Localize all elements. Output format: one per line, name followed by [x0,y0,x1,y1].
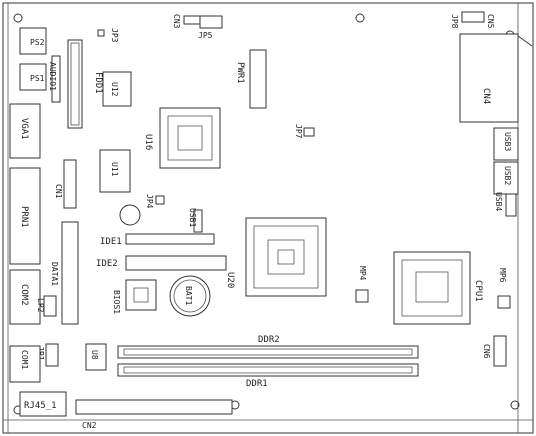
usb1-connector: USB1 [188,208,203,233]
label-cn2: CN2 [82,421,97,430]
label-jp4: JP4 [145,194,154,209]
jp5-jumper [199,15,223,29]
mount-hole-tl [13,13,23,23]
label-jp7: JP7 [294,124,303,139]
jp7-jumper: JP7 [294,124,315,139]
bios1-chip: BIOS1 [112,279,157,314]
usb3-connector: USB3 [493,127,519,161]
label-u20: U20 [225,272,235,288]
cn1-connector: CN1 [54,159,77,209]
label-vga1: VGA1 [19,118,29,140]
fdd1-connector: FDD1 [67,39,103,129]
label-u12: U12 [110,82,119,97]
label-com1: COM1 [20,350,29,369]
label-jp3: JP3 [110,28,119,43]
label-jp5: JP5 [198,31,213,40]
label-cn1: CN1 [54,184,63,199]
label-ide1: IDE1 [100,237,122,247]
bat1-battery: BAT1 [169,275,211,317]
label-cn3: CN3 [172,14,181,29]
label-ide2: IDE2 [96,259,118,269]
ddr2-slot: DDR2 [117,335,419,359]
u8-chip: U8 [85,343,107,371]
u20-chip: U20 [225,217,327,297]
cn5-connector [461,11,485,23]
label-usb2: USB2 [503,166,512,185]
jp3-jumper: JP3 [97,28,119,43]
audio1-header: AUDIO1 [48,55,61,103]
ps2-connector: PS2 [19,27,47,55]
u12-chip: U12 [102,71,132,107]
com1-connector: COM1 [9,345,41,383]
label-cn6: CN6 [482,344,491,359]
com2-connector: COM2 [9,269,41,325]
label-jp8: JP8 [450,14,459,29]
label-usb4: USB4 [494,192,503,211]
jp8-jumper: JP8 CN5 [450,11,495,29]
label-u11: U11 [110,162,119,177]
label-pwr1: PWR1 [235,62,245,84]
label-bat1: BAT1 [184,286,193,305]
label-bios1: BIOS1 [112,290,121,314]
mp4-header: MP4 [355,266,369,303]
label-mp4: MP4 [358,266,367,281]
label-ddr2: DDR2 [258,335,280,345]
ide2-connector: IDE2 [96,255,227,271]
usb4-connector: USB4 [494,192,517,217]
jp4-jumper: JP4 [145,194,165,209]
cn2-connector: CN2 [75,399,233,430]
label-fdd1: FDD1 [93,72,103,94]
cn3-connector: CN3 JP5 [172,14,223,40]
label-audio1: AUDIO1 [48,62,57,91]
usb2-connector: USB2 [493,161,519,195]
label-cpu1: CPU1 [473,280,483,302]
lp2-header: LP2 [36,295,57,317]
data1-connector: DATA1 [50,221,79,325]
label-ddr1: DDR1 [246,379,268,389]
label-ps1: PS1 [30,74,45,83]
mount-hole-tc [355,13,365,23]
label-u8: U8 [90,350,99,360]
label-lp2: LP2 [36,298,45,313]
label-data1: DATA1 [50,262,59,286]
vga1-connector: VGA1 [9,103,41,159]
label-rj45: RJ45_1 [24,401,57,411]
u11-chip: U11 [99,149,131,193]
u16-chip: U16 [143,107,221,169]
prn1-connector: PRN1 [9,167,41,265]
mount-hole-br2 [510,400,520,410]
label-u16: U16 [143,134,153,150]
buzzer [119,204,141,226]
label-usb1: USB1 [188,208,197,227]
cn4-connector: CN4 [459,33,533,123]
mp6-header: MP6 [497,268,511,309]
pwr1-connector: PWR1 [235,49,267,109]
label-cn4: CN4 [481,88,491,104]
ps1-connector: PS1 [19,63,47,91]
label-mp6: MP6 [498,268,507,283]
ide1-connector: IDE1 [100,233,215,247]
cpu1-socket: CPU1 [393,251,483,325]
label-prn1: PRN1 [19,206,29,228]
label-com2: COM2 [19,284,29,306]
label-ps2: PS2 [30,38,45,47]
rj45-connector: RJ45_1 [19,391,67,417]
label-cn5: CN5 [486,14,495,29]
label-usb3: USB3 [503,132,512,151]
cn6-connector: CN6 [482,335,507,367]
ddr1-slot: DDR1 [117,363,419,389]
